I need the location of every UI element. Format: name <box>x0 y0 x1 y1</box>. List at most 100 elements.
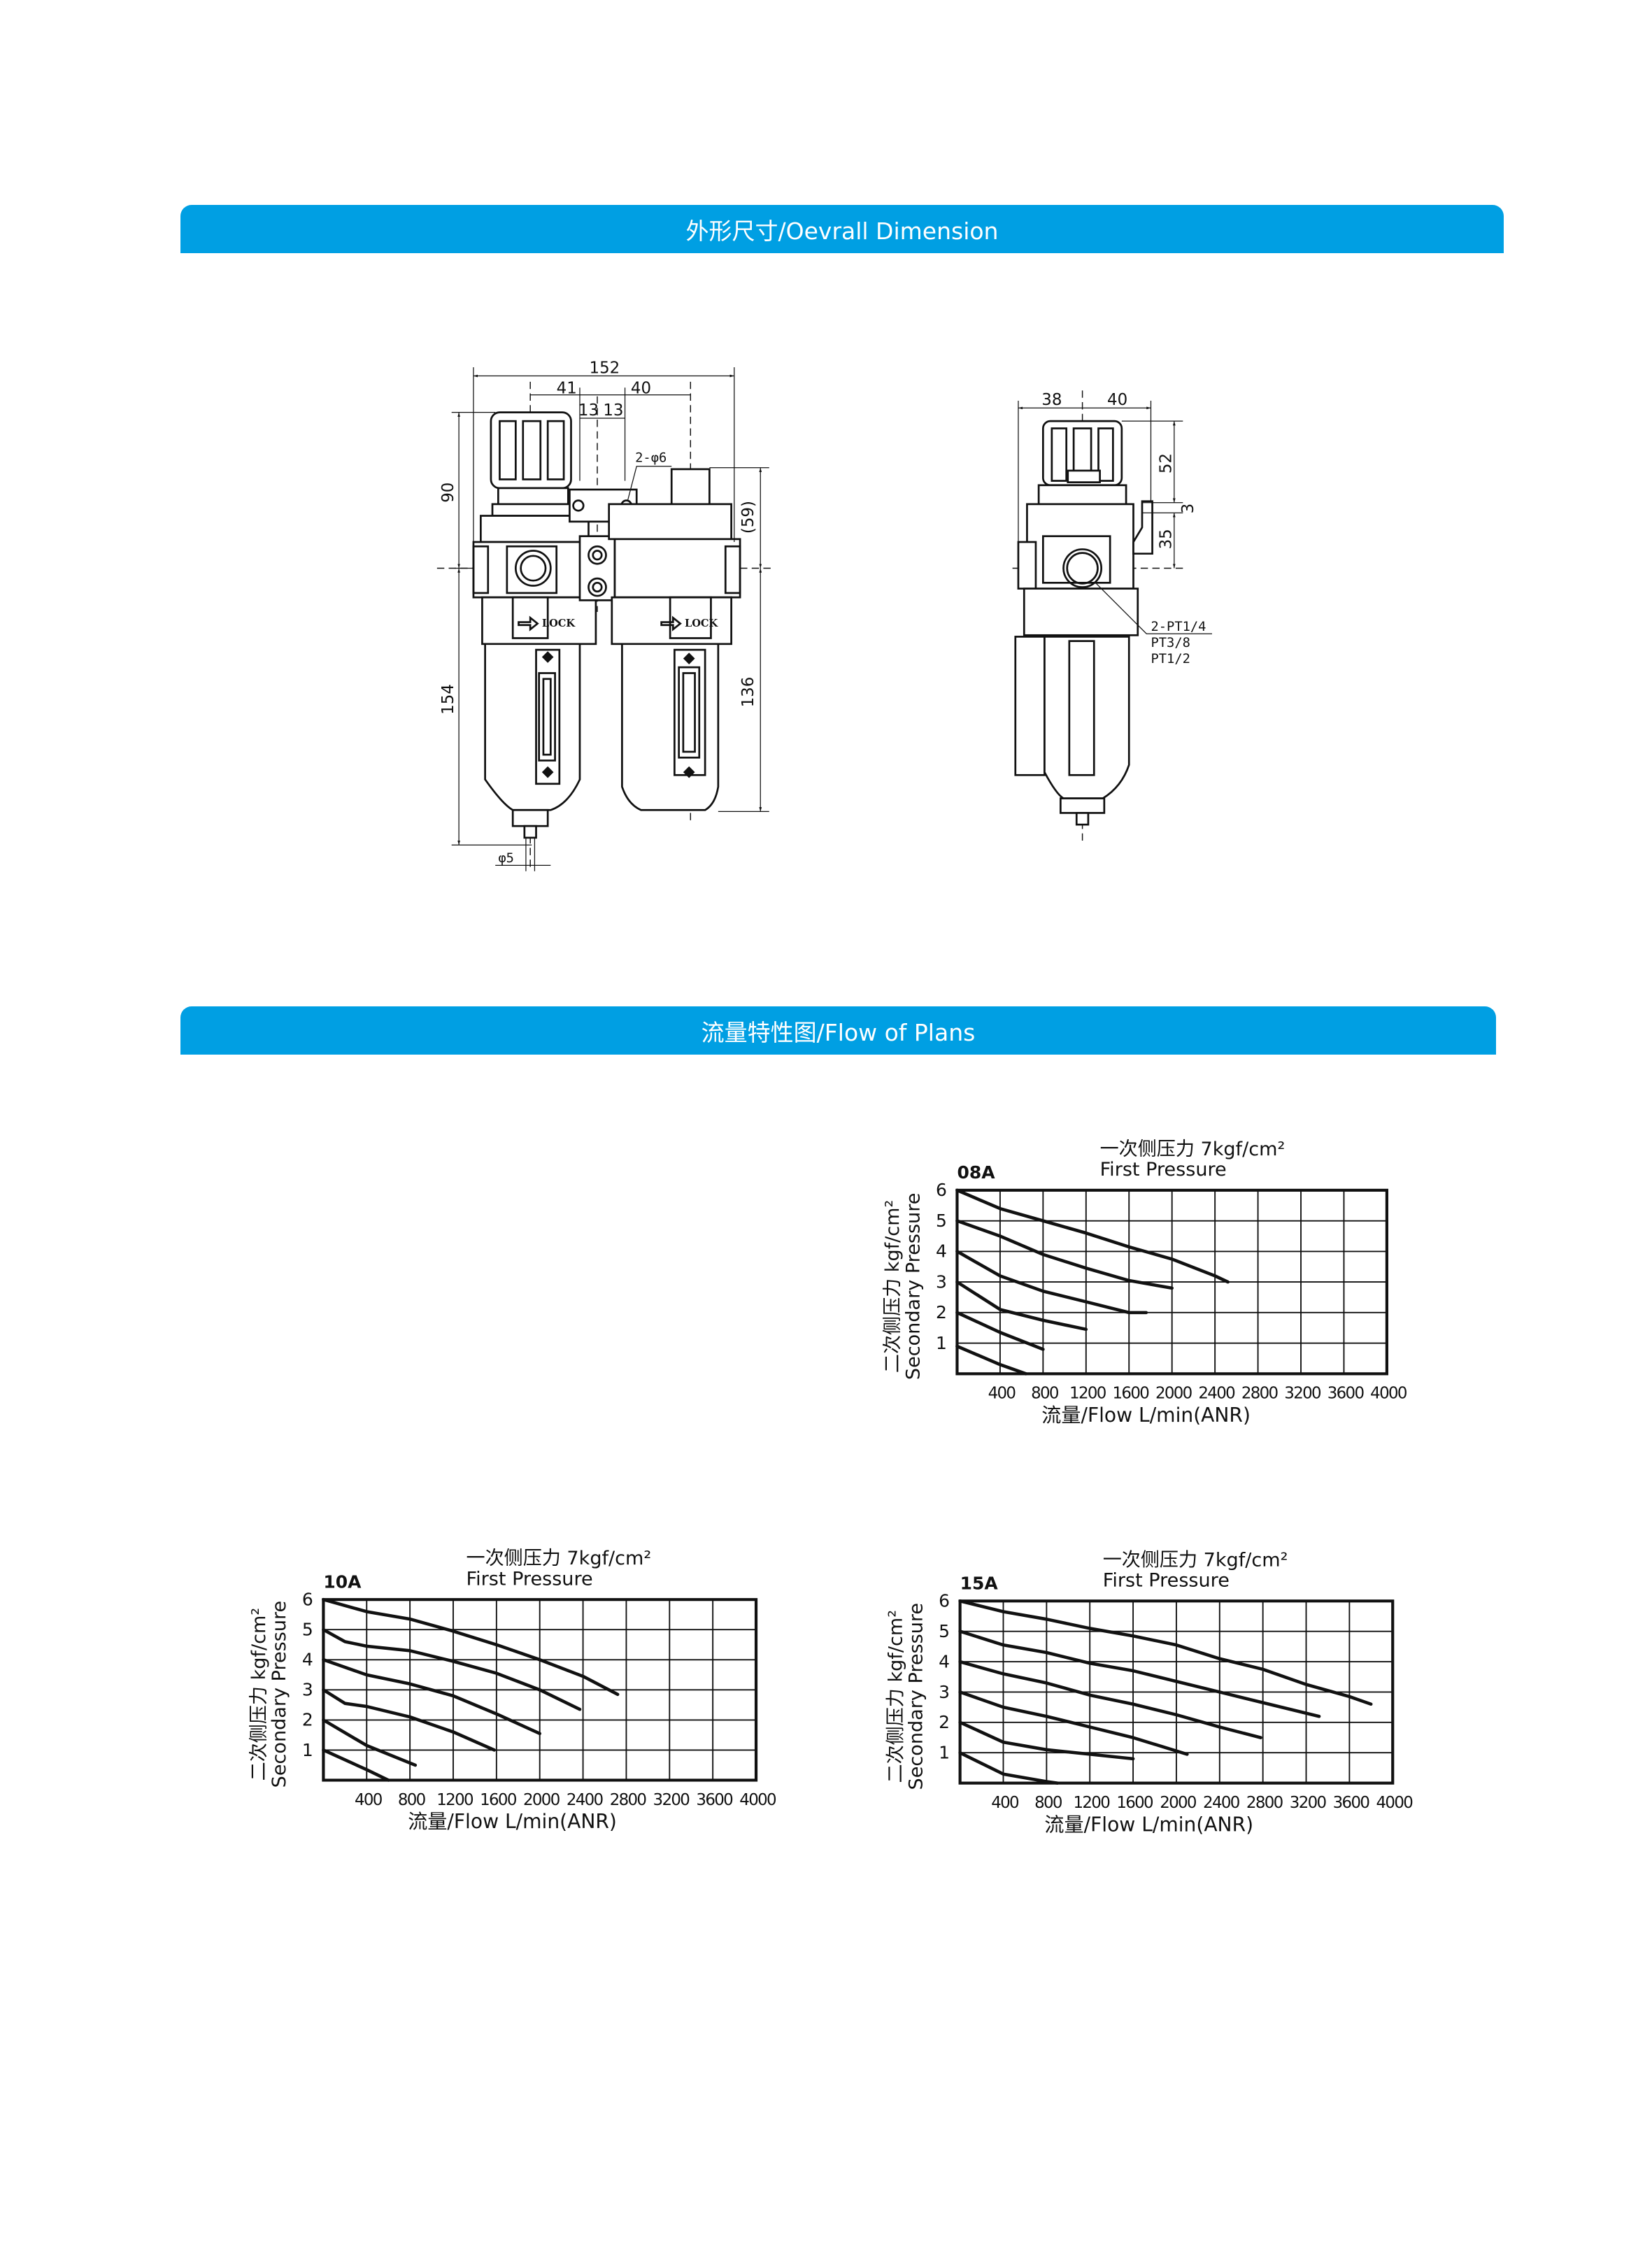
drain-diameter-label: φ5 <box>498 851 514 866</box>
port-label-3: PT1/2 <box>1151 652 1190 666</box>
y-tick-label: 6 <box>939 1591 950 1611</box>
section-header-dimension: 外形尺寸/Oevrall Dimension <box>180 205 1504 253</box>
y-tick-label: 1 <box>939 1743 950 1763</box>
x-tick-label: 3200 <box>1290 1794 1327 1812</box>
chart-title: 一次侧压力 7kgf/cm² <box>1103 1549 1288 1571</box>
x-tick-label: 1600 <box>1113 1385 1150 1403</box>
side-bracket <box>1132 500 1153 555</box>
curve-set-pressure-3 <box>955 1280 1088 1332</box>
chart-subtitle: First Pressure <box>1103 1569 1230 1591</box>
sight-glass <box>538 672 556 762</box>
x-tick-label: 800 <box>1031 1385 1059 1403</box>
y-tick-label: 6 <box>936 1180 947 1200</box>
y-tick-label: 1 <box>302 1740 313 1760</box>
curve-set-pressure-4 <box>955 1250 1148 1315</box>
curve-set-pressure-2 <box>958 1720 1135 1761</box>
lock-arrow-icon <box>660 615 682 632</box>
curve-set-pressure-6 <box>322 1597 620 1697</box>
curve-set-pressure-2 <box>322 1718 418 1767</box>
lock-label-right: LOCK <box>685 618 719 629</box>
y-axis-label-cn: 二次侧压力 kgf/cm² <box>882 1200 904 1374</box>
x-tick-label: 4000 <box>739 1791 776 1809</box>
sight-glass <box>678 666 701 759</box>
port-label-2: PT3/8 <box>1151 636 1190 650</box>
section-title-flow: 流量特性图/Flow of Plans <box>701 1018 976 1046</box>
x-tick-label: 3600 <box>696 1791 733 1809</box>
x-tick-label: 4000 <box>1376 1794 1414 1812</box>
side-dim-left: 38 <box>1041 391 1062 409</box>
y-tick-label: 5 <box>939 1621 950 1641</box>
x-tick-label: 400 <box>991 1794 1019 1812</box>
y-tick-label: 4 <box>936 1241 947 1262</box>
curve-set-pressure-4 <box>958 1660 1262 1739</box>
lock-label-left: LOCK <box>542 618 576 629</box>
dim-height-top: 90 <box>439 483 457 503</box>
y-tick-label: 5 <box>936 1211 947 1231</box>
x-tick-label: 3200 <box>653 1791 690 1809</box>
x-tick-label: 2000 <box>1155 1385 1192 1403</box>
x-tick-label: 1200 <box>1069 1385 1106 1403</box>
x-tick-label: 2000 <box>1160 1794 1197 1812</box>
x-axis-label: 流量/Flow L/min(ANR) <box>408 1810 617 1833</box>
curve-set-pressure-1 <box>958 1751 1060 1785</box>
side-dim-gap: 3 <box>1179 504 1197 514</box>
curve-set-pressure-5 <box>955 1219 1174 1290</box>
curve-set-pressure-3 <box>958 1690 1189 1756</box>
filter-regulator-unit: LOCK <box>472 411 608 839</box>
curve-set-pressure-5 <box>322 1628 582 1711</box>
x-tick-label: 1600 <box>480 1791 517 1809</box>
y-tick-label: 4 <box>302 1650 313 1670</box>
y-tick-label: 2 <box>936 1302 947 1322</box>
x-tick-label: 2800 <box>1241 1385 1279 1403</box>
x-tick-label: 2000 <box>523 1791 560 1809</box>
curve-set-pressure-5 <box>958 1629 1321 1718</box>
y-axis-label-cn: 二次侧压力 kgf/cm² <box>885 1610 906 1783</box>
x-axis-label: 流量/Flow L/min(ANR) <box>1044 1813 1253 1836</box>
port-opening <box>1062 548 1103 588</box>
curve-set-pressure-3 <box>322 1688 497 1752</box>
lubricator-body <box>613 538 741 599</box>
chart-model-label: 10A <box>323 1572 362 1592</box>
x-tick-label: 1200 <box>436 1791 473 1809</box>
drain-valve <box>523 825 537 839</box>
lock-arrow-icon <box>518 615 539 632</box>
y-tick-label: 3 <box>302 1680 313 1700</box>
section-title-dimension: 外形尺寸/Oevrall Dimension <box>685 217 999 245</box>
x-tick-label: 2800 <box>610 1791 647 1809</box>
y-tick-label: 4 <box>939 1651 950 1671</box>
filter-bowl <box>484 643 581 811</box>
x-tick-label: 3600 <box>1327 1385 1365 1403</box>
dim-left: 41 <box>557 380 577 398</box>
curve-set-pressure-1 <box>955 1344 1028 1376</box>
chart-model-label: 08A <box>957 1162 995 1183</box>
curve-set-pressure-6 <box>955 1188 1230 1284</box>
dim-total-width: 152 <box>590 359 620 377</box>
y-tick-label: 6 <box>302 1590 313 1610</box>
pressure-gauge-side <box>1014 636 1046 776</box>
front-view-drawing: LOCK LOCK <box>436 359 772 871</box>
x-tick-label: 800 <box>1034 1794 1062 1812</box>
side-dim-mid: 35 <box>1158 529 1176 549</box>
dim-13-right: 13 <box>603 401 623 420</box>
port-label-1: 2-PT1/4 <box>1151 620 1206 634</box>
y-tick-label: 3 <box>936 1271 947 1292</box>
x-tick-label: 1200 <box>1073 1794 1110 1812</box>
side-view-drawing: 38 40 52 3 35 2-PT1/4 PT3/8 PT1/2 <box>1012 390 1212 843</box>
y-tick-label: 3 <box>939 1682 950 1702</box>
lubricator-unit: LOCK <box>608 468 741 811</box>
y-tick-label: 2 <box>939 1712 950 1732</box>
dim-right-bottom: 136 <box>739 677 757 708</box>
x-tick-label: 1600 <box>1116 1794 1153 1812</box>
mount-holes-label: 2-φ6 <box>635 450 667 465</box>
x-tick-label: 3200 <box>1284 1385 1321 1403</box>
dim-right: 40 <box>631 380 651 398</box>
side-dim-right: 40 <box>1107 391 1127 409</box>
chart-subtitle: First Pressure <box>1100 1159 1227 1181</box>
section-header-flow: 流量特性图/Flow of Plans <box>180 1006 1496 1055</box>
curve-set-pressure-2 <box>955 1311 1045 1351</box>
curve-set-pressure-6 <box>958 1599 1373 1706</box>
